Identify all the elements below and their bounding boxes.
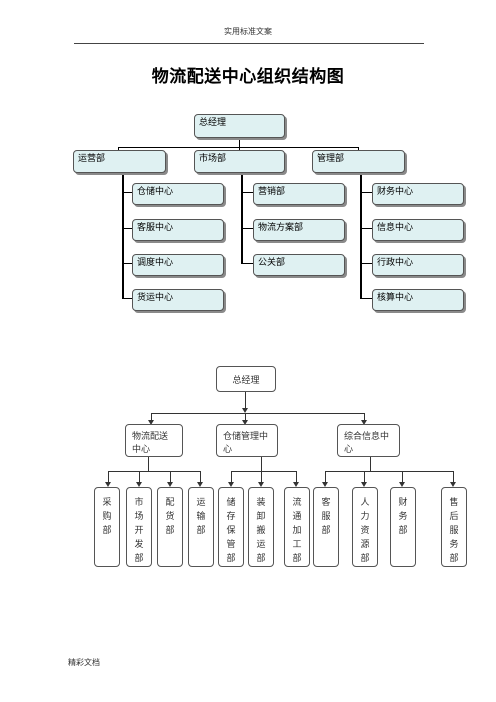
node-root: 总经理 [194,114,285,138]
node-branch: 管理部 [312,150,405,173]
connector [151,413,365,414]
node-branch: 市场部 [194,150,285,173]
connector [170,471,171,482]
connector [261,457,262,472]
connector [148,457,149,472]
arrow-head [361,420,367,425]
connector [241,172,243,263]
connector [360,298,372,299]
node-leaf: 客服部 [313,487,339,567]
connector [245,392,246,408]
connector [241,192,253,193]
node-leaf: 人力资源部 [352,487,378,567]
page-header: 实用标准文案 [224,27,272,36]
node-leaf: 货运中心 [132,289,224,311]
arrow-head [105,482,111,487]
connector [118,147,359,148]
node-branch: 运营部 [73,150,166,173]
connector [402,471,403,482]
node-leaf: 财务部 [390,487,416,567]
node-leaf: 物流方案部 [253,219,345,241]
node-leaf: 采购部 [94,487,120,567]
node-leaf: 配货部 [157,487,183,567]
arrow-head [450,482,456,487]
connector [360,263,372,264]
arrow-head [148,420,154,425]
connector [151,413,152,421]
arrow-head [322,482,328,487]
connector [296,471,297,482]
connector [370,457,371,472]
node-leaf: 核算中心 [372,289,464,311]
connector [122,192,132,193]
arrow-head [258,482,264,487]
connector [245,413,246,421]
connector [241,263,253,264]
node-leaf: 行政中心 [372,254,464,276]
connector [122,263,132,264]
connector [231,471,232,482]
node-leaf: 装卸搬运部 [248,487,274,567]
connector [261,471,262,482]
page-title: 物流配送中心组织结构图 [151,67,345,87]
node-leaf: 流通加工部 [284,487,310,567]
node-leaf: 信息中心 [372,219,464,241]
connector [108,471,109,482]
node-leaf: 储存保管部 [218,487,244,567]
node-branch: 仓储管理中心 [216,424,278,457]
node-leaf: 运输部 [188,487,214,567]
connector [239,147,240,151]
connector [360,192,372,193]
node-leaf: 客服中心 [132,219,224,241]
node-leaf: 公关部 [253,254,345,276]
arrow-head [242,420,248,425]
connector [364,413,365,421]
arrow-head [136,482,142,487]
arrow-head [167,482,173,487]
connector [364,471,365,482]
arrow-head [228,482,234,487]
connector [360,228,372,229]
arrow-head [399,482,405,487]
header-rule [74,43,424,44]
node-leaf: 市场开发部 [126,487,152,567]
node-leaf: 调度中心 [132,254,224,276]
arrow-head [197,482,203,487]
arrow-head [242,408,248,413]
connector [325,471,326,482]
connector [122,298,132,299]
connector [122,172,124,298]
node-leaf: 财务中心 [372,183,464,205]
connector [108,471,201,472]
connector [200,471,201,482]
node-leaf: 售后服务部 [441,487,467,567]
node-leaf: 仓储中心 [132,183,224,205]
connector [239,138,240,148]
node-branch: 综合信息中心 [337,424,400,457]
connector [241,228,253,229]
page-footer: 精彩文档 [68,658,100,667]
node-branch: 物流配送中心 [125,424,183,457]
connector [360,172,362,298]
connector [118,147,119,151]
arrow-head [293,482,299,487]
node-root: 总经理 [216,366,276,392]
connector [231,471,297,472]
connector [358,147,359,151]
connector [453,471,454,482]
connector [325,471,454,472]
node-leaf: 营销部 [253,183,345,205]
connector [122,228,132,229]
connector [139,471,140,482]
arrow-head [361,482,367,487]
